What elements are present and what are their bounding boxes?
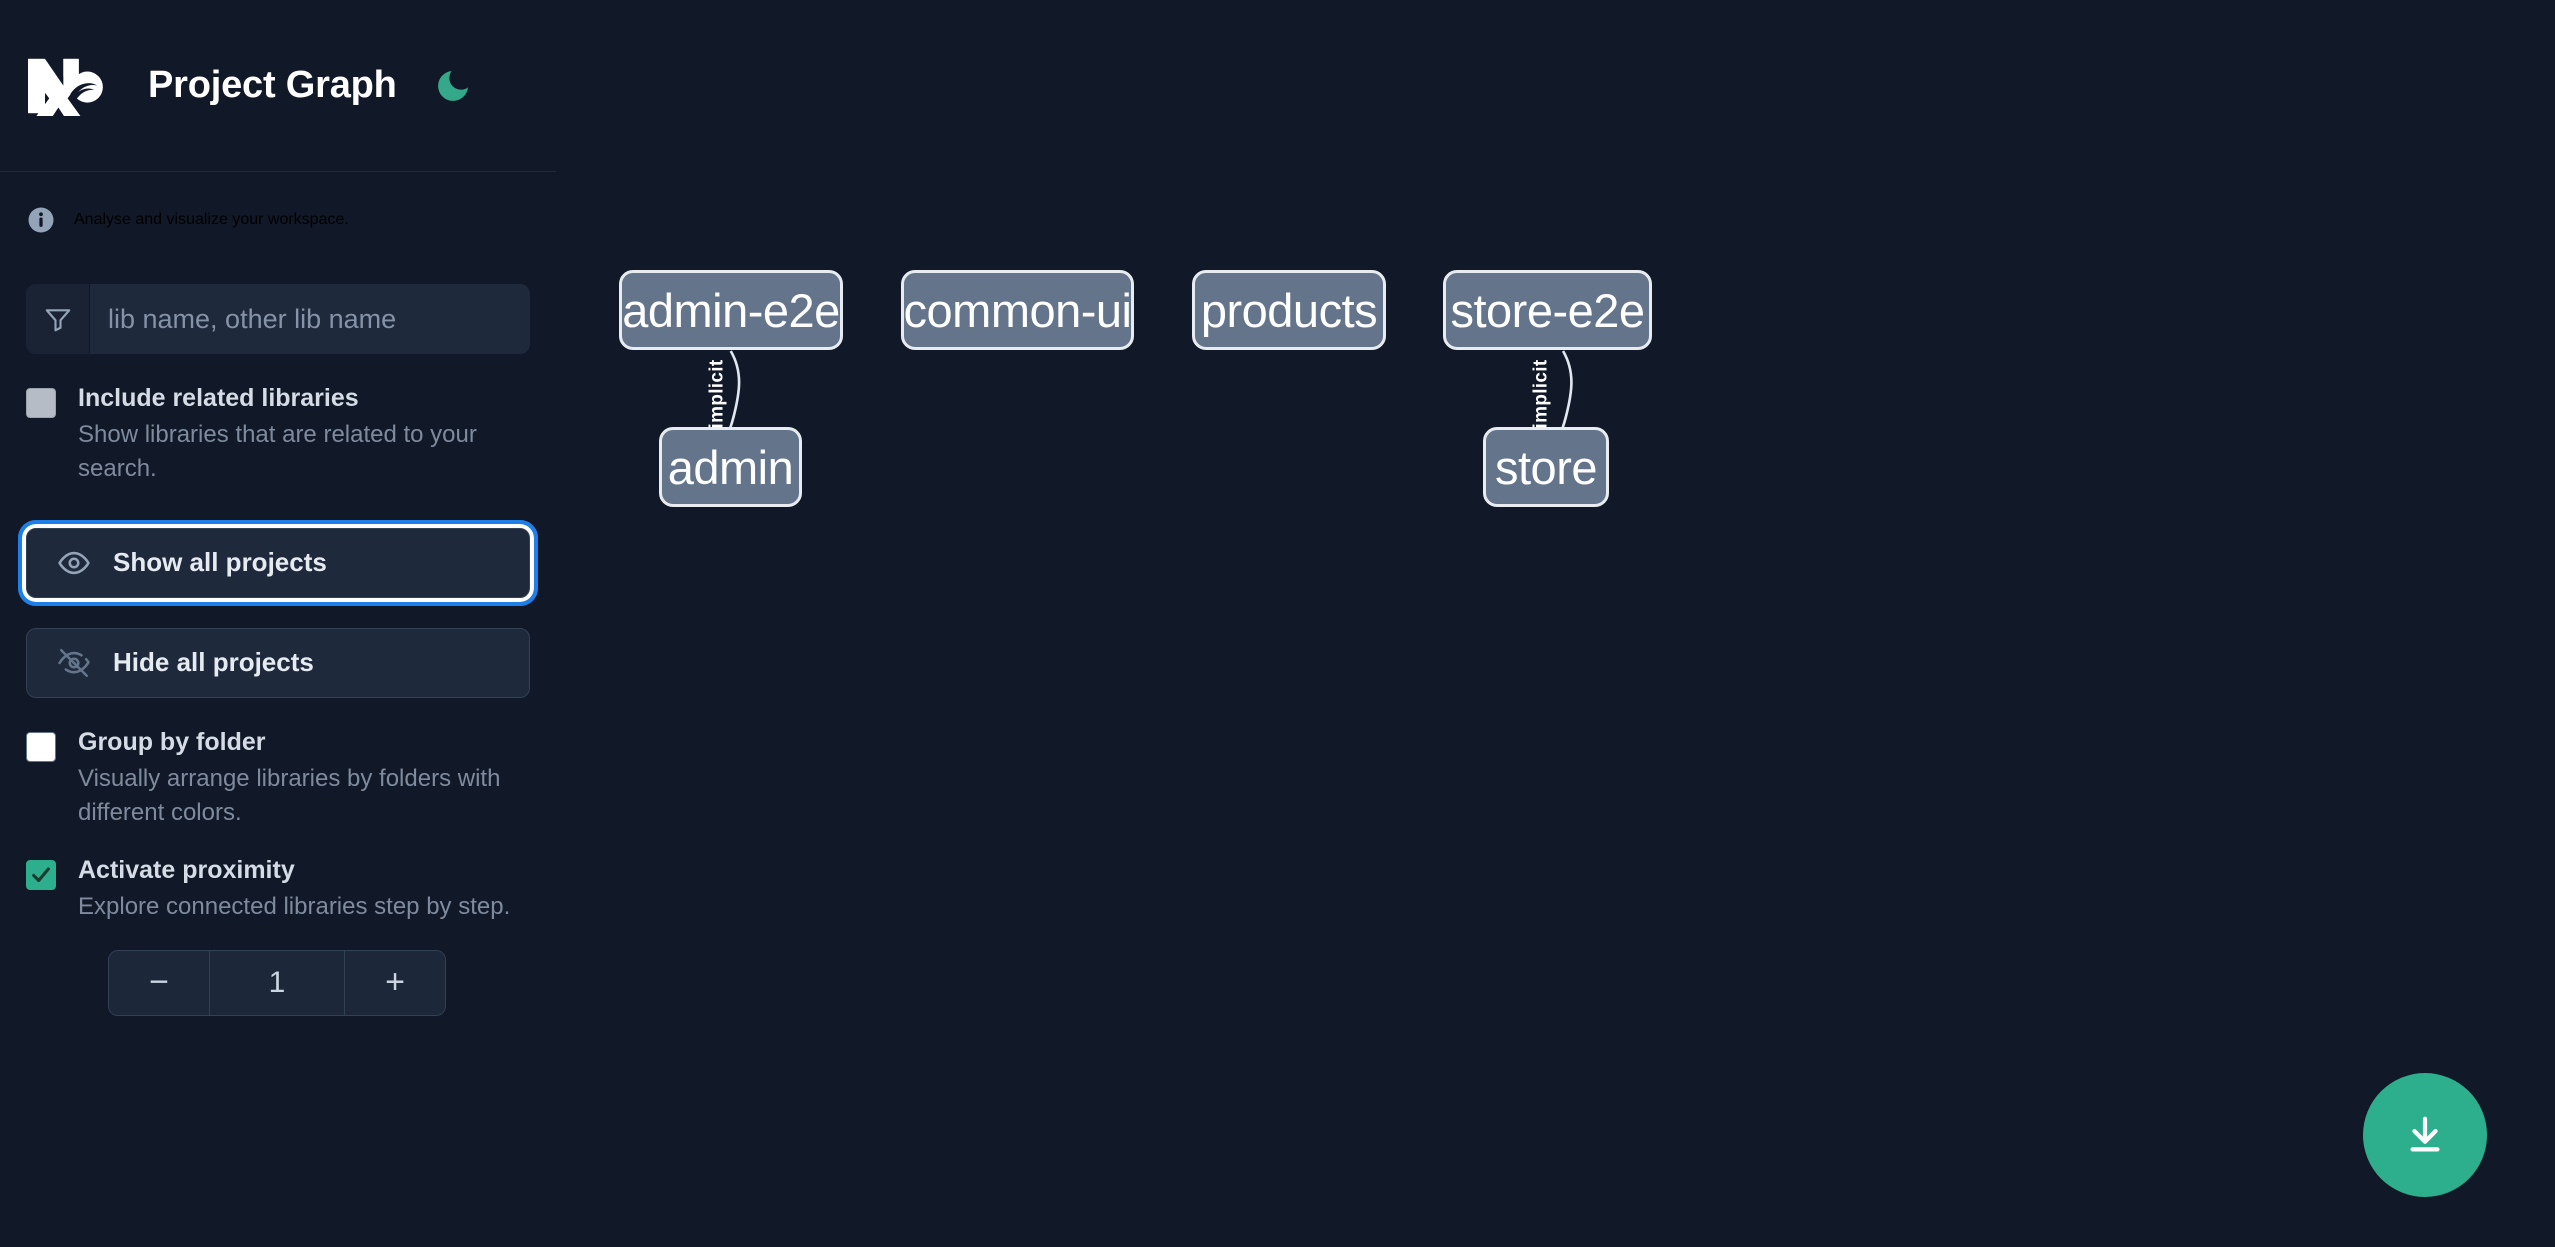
option-title: Group by folder [78,727,266,756]
workspace-info: Analyse and visualize your workspace. [0,172,556,268]
option-activate-proximity[interactable]: Activate proximity Explore connected lib… [0,856,556,924]
option-description: Explore connected libraries step by step… [78,892,511,920]
graph-edges [719,350,1573,452]
group-by-folder-checkbox[interactable] [26,731,56,762]
download-graph-button[interactable] [2363,1073,2487,1197]
graph-node-admin-e2e[interactable]: admin-e2e [619,270,843,350]
option-include-related-libraries[interactable]: Include related libraries Show libraries… [0,384,556,486]
checkmark-icon [32,867,50,882]
edge-label-admin-e2e-admin: implicit [706,359,728,429]
hide-all-projects-button[interactable]: Hide all projects [26,627,530,698]
search-field[interactable] [26,284,530,354]
visibility-buttons: Show all projects Hide all projects [0,519,556,698]
nx-logo [28,58,103,116]
moon-icon[interactable] [429,62,477,110]
option-title: Include related libraries [78,384,359,412]
activate-proximity-checkbox[interactable] [26,859,56,890]
proximity-decrement-button[interactable]: − [109,950,209,1015]
option-description: Show libraries that are related to your … [78,420,477,482]
workspace-info-text: Analyse and visualize your workspace. [74,211,349,228]
option-description: Visually arrange libraries by folders wi… [78,764,501,826]
edge-label-store-e2e-store: implicit [1530,359,1552,429]
graph-node-admin[interactable]: admin [659,427,802,507]
page-title: Project Graph [148,64,397,106]
filter-icon [26,284,90,354]
option-title: Activate proximity [78,855,295,884]
graph-node-store-e2e[interactable]: store-e2e [1443,270,1652,350]
eye-icon [58,551,90,575]
filter-glyph [45,309,70,332]
graph-canvas[interactable]: admin-e2e common-ui products store-e2e a… [556,0,2555,1247]
eye-slash-icon [58,648,90,677]
option-texts: Group by folder Visually arrange librari… [78,728,518,830]
proximity-increment-button[interactable]: + [345,950,445,1015]
download-icon [2410,1116,2440,1152]
sidebar: Project Graph Analyse and visualize your… [0,0,556,1247]
proximity-value: 1 [209,950,345,1015]
info-icon [28,207,54,233]
include-related-libraries-checkbox [26,388,56,418]
option-group-by-folder[interactable]: Group by folder Visually arrange librari… [0,728,556,830]
option-texts: Include related libraries Show libraries… [78,384,518,486]
show-all-projects-label: Show all projects [113,547,327,578]
graph-node-store[interactable]: store [1483,427,1609,507]
show-all-projects-button[interactable]: Show all projects [18,519,538,606]
search-input[interactable] [90,284,530,354]
sidebar-header: Project Graph [0,0,556,172]
proximity-stepper: − 1 + [108,949,446,1016]
hide-all-projects-label: Hide all projects [113,647,314,678]
option-texts: Activate proximity Explore connected lib… [78,856,510,924]
graph-node-common-ui[interactable]: common-ui [901,270,1134,350]
moon-glyph [437,70,468,101]
graph-node-products[interactable]: products [1192,270,1386,350]
